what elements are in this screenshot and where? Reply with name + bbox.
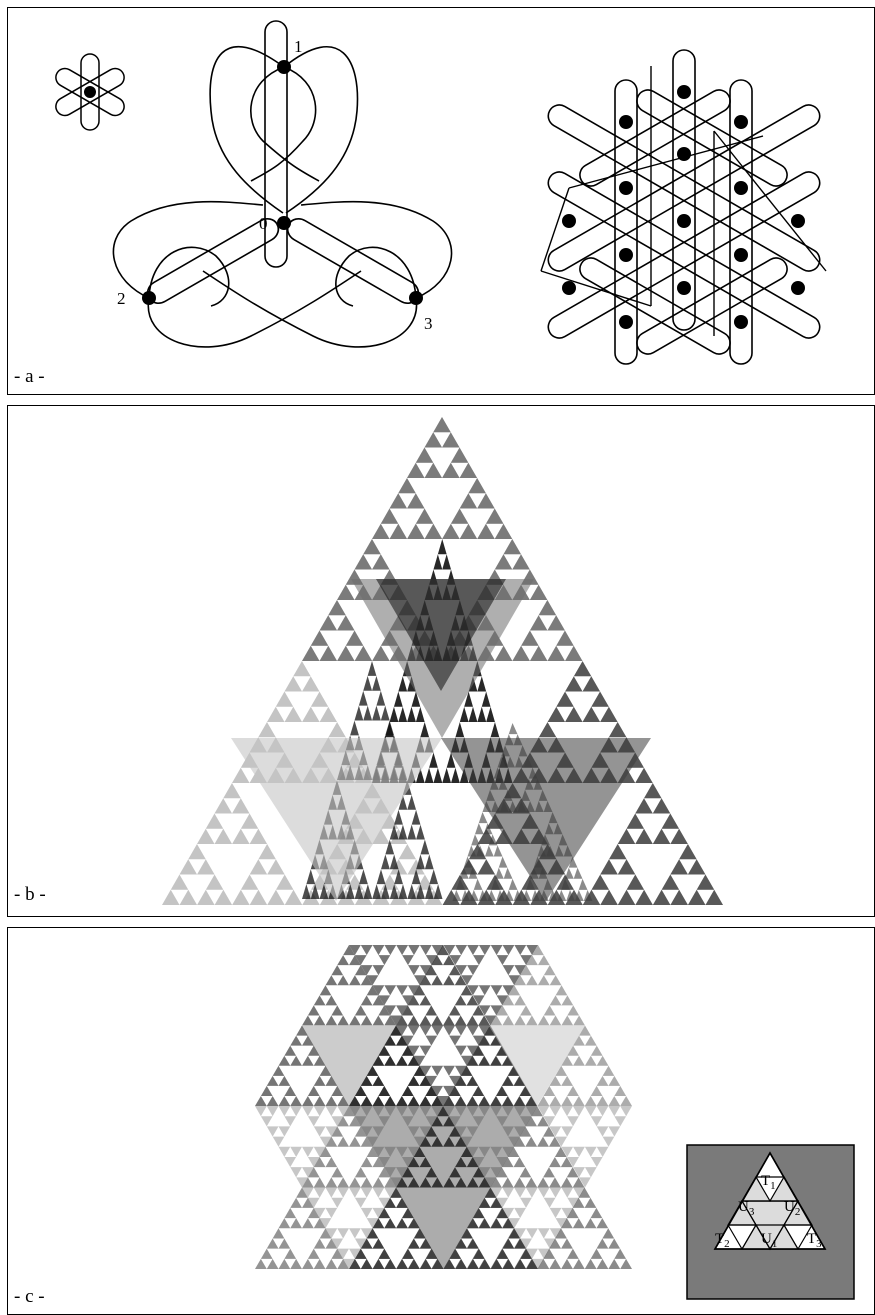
vertex-label-3: 3 xyxy=(424,314,433,333)
sierpinski-triangle-figure xyxy=(8,406,874,916)
sierpinski-hexagon xyxy=(255,945,632,1269)
stick-lattice xyxy=(541,50,826,364)
panel-a-label: - a - xyxy=(14,366,45,388)
panel-b: - b - xyxy=(7,405,875,917)
panel-c-label: - c - xyxy=(14,1286,45,1308)
panel-b-label: - b - xyxy=(14,884,46,906)
knot-diagram: 1 0 2 3 xyxy=(113,21,451,347)
vertex-label-1: 1 xyxy=(294,37,303,56)
sierpinski-triangle xyxy=(162,417,723,905)
knot-diagrams: 1 0 2 3 xyxy=(8,8,874,394)
vertex-label-2: 2 xyxy=(117,289,126,308)
panel-a: 1 0 2 3 - a - xyxy=(7,7,875,395)
vertex-label-0: 0 xyxy=(259,214,268,233)
small-tripod xyxy=(53,54,128,130)
